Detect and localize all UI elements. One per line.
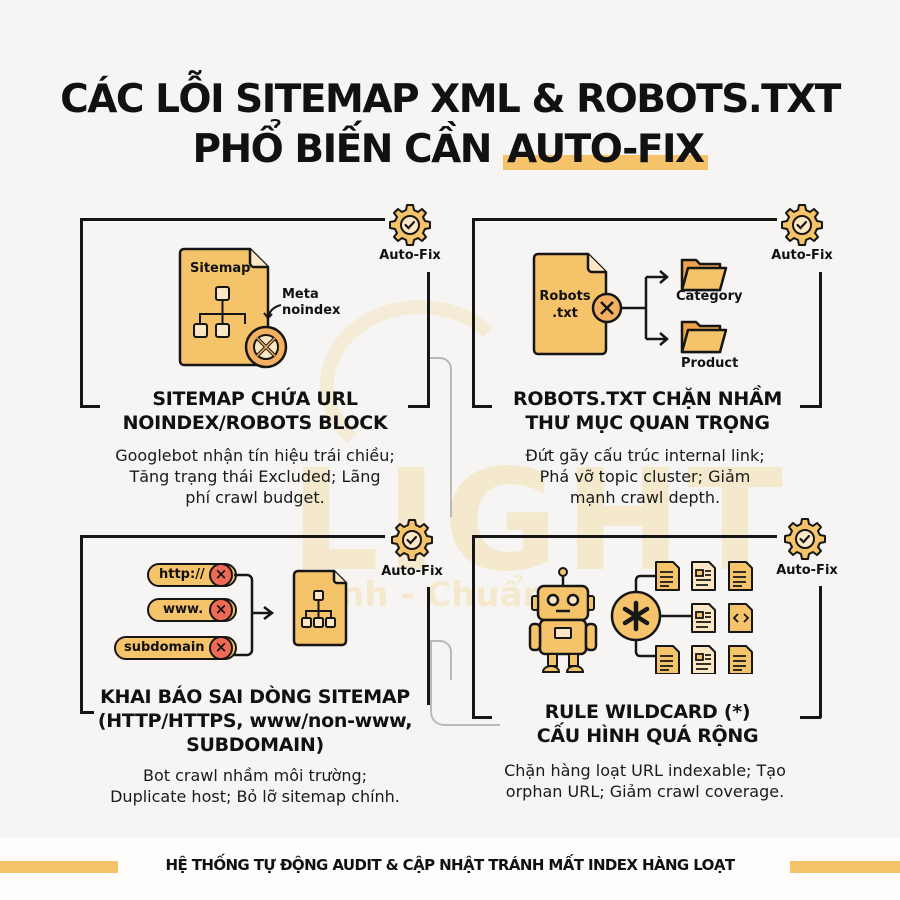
- card-border: [80, 711, 94, 714]
- sitemap-file-label: Sitemap: [190, 261, 251, 276]
- card-border: [472, 218, 777, 221]
- card-border: [472, 535, 777, 538]
- card-border: [472, 405, 492, 408]
- card-description: Googlebot nhận tín hiệu trái chiều; Tăng…: [115, 446, 395, 507]
- gear-check-icon: [784, 518, 826, 560]
- auto-fix-label: Auto-Fix: [771, 248, 833, 263]
- gear-check-icon: [781, 204, 823, 246]
- card-border: [427, 272, 430, 408]
- card-border: [80, 218, 385, 221]
- card-title: RULE WILDCARD (*) CẤU HÌNH QUÁ RỘNG: [536, 701, 759, 747]
- title-line-1: CÁC LỖI SITEMAP XML & ROBOTS.TXT: [60, 77, 841, 122]
- card-border: [80, 535, 385, 538]
- card-description: Đứt gãy cấu trúc internal link; Phá vỡ t…: [525, 446, 765, 507]
- card-title: SITEMAP CHỨA URL NOINDEX/ROBOTS BLOCK: [122, 388, 388, 434]
- card-border: [80, 218, 83, 406]
- card-title: KHAI BÁO SAI DÒNG SITEMAP (HTTP/HTTPS, w…: [97, 686, 413, 756]
- wildcard-pages-icon: [610, 561, 753, 674]
- auto-fix-label: Auto-Fix: [379, 248, 441, 263]
- sitemap-file-icon: [178, 247, 288, 369]
- card-description: Bot crawl nhầm môi trường; Duplicate hos…: [110, 766, 400, 806]
- card-border: [800, 716, 821, 719]
- footer-accent-bar-right: [790, 861, 900, 873]
- card-border: [472, 535, 475, 718]
- card-border: [427, 587, 430, 705]
- robot-icon: [528, 567, 598, 673]
- connector-line-bottom-top: [430, 640, 452, 680]
- card-title: ROBOTS.TXT CHẶN NHẦM THƯ MỤC QUAN TRỌNG: [513, 388, 782, 434]
- card-border: [819, 272, 822, 408]
- card-border: [472, 716, 492, 719]
- connector-line-top: [430, 357, 452, 517]
- page-title: CÁC LỖI SITEMAP XML & ROBOTS.TXT PHỔ BIẾ…: [0, 75, 900, 175]
- title-line-2: PHỔ BIẾN CẦN AUTO-FIX: [0, 125, 900, 175]
- error-x-icon: ×: [209, 598, 233, 622]
- folder-category-label: Category: [676, 289, 743, 304]
- title-highlight: AUTO-FIX: [503, 127, 708, 172]
- sitemap-hierarchy-file-icon: [234, 569, 348, 657]
- error-x-icon: ×: [209, 563, 233, 587]
- card-description: Chặn hàng loạt URL indexable; Tạo orphan…: [504, 761, 786, 801]
- card-border: [472, 218, 475, 406]
- connector-line-bottom: [430, 640, 500, 726]
- card-border: [80, 405, 100, 408]
- folder-product-label: Product: [681, 356, 739, 371]
- error-x-icon: ×: [209, 636, 233, 660]
- footer-accent-bar-left: [0, 861, 118, 873]
- card-border: [800, 405, 821, 408]
- gear-check-icon: [391, 519, 433, 561]
- auto-fix-label: Auto-Fix: [776, 563, 838, 578]
- robots-file-label: Robots .txt: [539, 289, 591, 321]
- auto-fix-label: Auto-Fix: [381, 564, 443, 579]
- card-border: [819, 586, 822, 718]
- gear-check-icon: [389, 204, 431, 246]
- card-border: [408, 405, 429, 408]
- card-border: [80, 535, 83, 713]
- footer-tagline: HỆ THỐNG TỰ ĐỘNG AUDIT & CẬP NHẬT TRÁNH …: [0, 856, 900, 874]
- meta-noindex-annotation: Meta noindex: [282, 287, 341, 318]
- robots-file-icon: [532, 252, 728, 356]
